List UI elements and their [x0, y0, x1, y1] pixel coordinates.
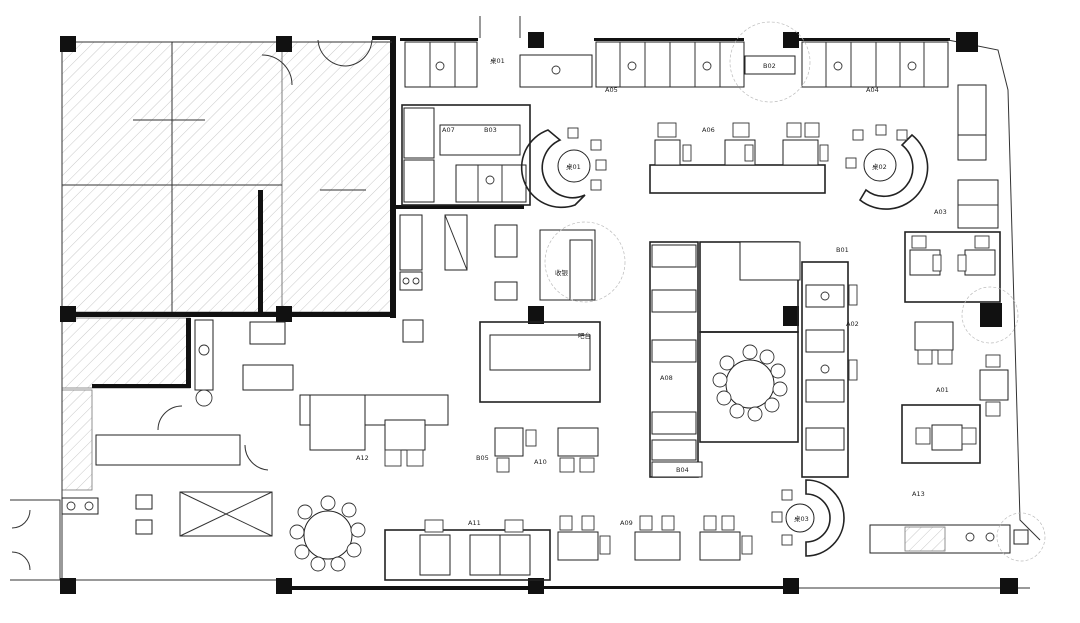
label-a06: A06 — [702, 126, 715, 134]
room-labels: 桌01 A05 B02 A04 A07 B03 A06 桌01 桌02 A03 … — [356, 56, 949, 527]
right-lower-tables — [901, 321, 1009, 464]
kitchen — [61, 214, 468, 537]
label-a03: A03 — [934, 208, 947, 216]
center-room — [699, 241, 801, 443]
label-a11: A11 — [468, 519, 481, 527]
label-bar: 吧台 — [578, 331, 591, 340]
walls — [62, 36, 950, 590]
center-booth-column — [649, 241, 703, 478]
label-a12: A12 — [356, 454, 369, 462]
round-table-2 — [845, 124, 929, 210]
storage-room-d — [61, 389, 93, 491]
label-top-a: 桌01 — [490, 56, 505, 65]
label-a13: A13 — [912, 490, 925, 498]
round-table-4 — [771, 479, 845, 557]
label-b05: B05 — [476, 454, 489, 462]
label-b03: B03 — [484, 126, 497, 134]
hatched-rooms — [61, 41, 395, 491]
label-b01: B01 — [836, 246, 849, 254]
round-table-3 — [289, 495, 366, 572]
doors — [11, 16, 521, 571]
middle-four-tops — [649, 122, 829, 194]
label-a04: A04 — [866, 86, 879, 94]
label-b04: B04 — [676, 466, 689, 474]
top-booth-row — [404, 21, 949, 103]
label-cashier: 收银 — [555, 268, 569, 277]
booth-cluster-left — [401, 104, 531, 206]
label-a07: A07 — [442, 126, 455, 134]
storage-room-b — [281, 41, 395, 313]
label-a09: A09 — [620, 519, 633, 527]
bar-area — [479, 221, 626, 403]
lower-tables — [309, 394, 599, 473]
label-round-1: 桌01 — [566, 162, 581, 171]
lower-booth-row — [384, 515, 753, 581]
label-a08: A08 — [660, 374, 673, 382]
round-table-1 — [520, 127, 607, 209]
label-a05: A05 — [605, 86, 618, 94]
label-a01: A01 — [936, 386, 949, 394]
right-booths — [904, 84, 1019, 344]
label-round-3: 桌03 — [794, 514, 809, 523]
booth-column-a02 — [801, 261, 858, 478]
label-round-2: 桌02 — [872, 162, 887, 171]
label-b02: B02 — [763, 62, 776, 70]
cashier-counter — [869, 512, 1046, 562]
storage-room-c — [61, 317, 191, 389]
structural-columns — [60, 32, 1018, 594]
label-a10: A10 — [534, 458, 547, 466]
label-a02: A02 — [846, 320, 859, 328]
